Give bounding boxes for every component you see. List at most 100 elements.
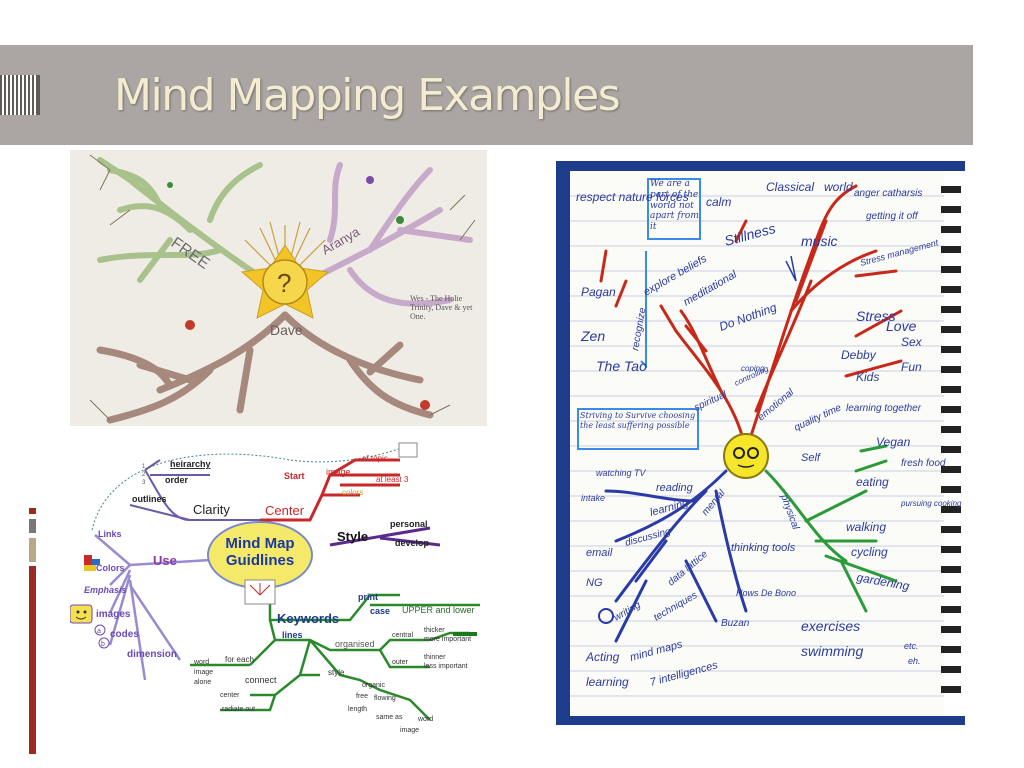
thinner-label: thinner [424,654,446,661]
keywords-branch-label: Keywords [277,611,339,626]
flowing-label: flowing [374,695,396,702]
less-important-label: less important [424,663,468,670]
word-same-label: word [417,716,433,723]
nb-getting-off: getting it off [866,211,919,222]
hierarchy-number-1: 1 [142,464,146,470]
upper-and-lower-label: UPPER and lower [402,605,475,615]
image-label: image [326,467,351,477]
trinity-note: Wes - The Holie Trinity, Dave & yet One. [410,295,473,321]
nb-music: music [801,233,838,249]
hierarchy-number-3: 3 [142,480,146,486]
alone-label: alone [194,679,211,686]
nb-fun: Fun [901,360,922,374]
nb-swimming: swimming [801,643,863,659]
style-branch-label: Style [337,529,368,544]
nb-pagan: Pagan [581,285,616,299]
nb-vegan: Vegan [876,435,911,449]
central-label: central [392,632,413,639]
nb-intake: intake [581,493,605,503]
nb-the-tao: The Tao [596,358,647,374]
connect-label: connect [245,675,277,685]
order-label: order [165,475,189,485]
lines-label: lines [282,630,303,640]
dave-label: Dave [270,322,303,338]
nb-email: email [586,547,613,559]
center-branch-label: Center [265,503,305,518]
nb-etc: etc. [904,641,919,651]
free-keyword-label: free [356,693,368,700]
nb-classical: Classical [766,180,814,194]
word-label: word [193,659,209,666]
nb-walking: walking [846,520,886,534]
hierarchy-number-2: 2 [142,472,146,478]
nb-thinking-tools: thinking tools [731,542,796,554]
nb-striving: Striving to Survive choosing the least s… [580,411,696,430]
nb-reading: reading [656,482,694,494]
nb-cycling: cycling [851,545,888,559]
personal-label: personal [390,519,428,529]
outlines-label: outlines [132,494,167,504]
nb-learning-bottom: learning [586,675,629,689]
hand-drawn-mind-map-image: ? FREE Aranya Dave Wes - The Holie Trini… [70,150,487,426]
nb-eh: eh. [908,656,921,666]
image-same-label: image [400,727,419,734]
nb-part-of-world: We are a part of the world not apart fro… [650,179,699,233]
nb-self: Self [801,452,821,464]
center-keyword-label: center [220,692,240,699]
nb-zen: Zen [580,328,605,344]
more-important-label: more important [424,636,471,643]
nb-coping: coping [741,364,765,373]
nb-buzan: Buzan [721,618,750,629]
title-band [0,45,973,145]
nb-exercises: exercises [801,618,860,634]
nb-learning-together: learning together [846,403,922,414]
title-stripes-decoration [0,75,40,115]
side-bar-tan [29,538,36,562]
code-mark-b: b [101,641,105,648]
notebook-mind-map-image: respect nature forces We are a part of t… [556,161,965,725]
nb-stress: Stress [856,308,896,324]
images-use-label: images [96,609,131,620]
hand-drawn-mind-map-drawing: ? FREE Aranya Dave Wes - The Holie Trini… [70,150,487,426]
radiate-out-label: radiate out [222,706,255,713]
print-label: print [358,592,378,602]
colors-center-label: colors [342,488,363,497]
same-as-label: same as [376,714,403,721]
nb-debby: Debby [841,348,877,362]
codes-label: codes [110,629,139,640]
nb-de-bono: Hows De Bono [736,588,796,598]
links-label: Links [98,529,122,539]
side-bar-red-long [29,566,36,754]
mind-map-guidelines-diagram: Mind Map Guidlines Clarity heirarchy ord… [70,435,488,745]
nb-eating: eating [856,475,889,489]
nb-fresh-food: fresh food [901,458,946,469]
outer-label: outer [392,659,409,666]
guidelines-center-label: Mind Map Guidlines [225,535,295,570]
nb-pursuing-cooking: pursuing cooking [900,499,962,508]
slide-title: Mind Mapping Examples [114,70,621,121]
nb-watching-tv: watching TV [596,468,647,478]
at-least-3-label: at least 3 [376,475,409,484]
nb-anger: anger catharsis [854,188,922,199]
image-keyword-label: image [194,669,213,676]
organic-label: organic [362,682,385,689]
center-question-mark: ? [277,268,291,298]
nb-respect: respect nature forces [576,190,689,204]
nb-sex: Sex [901,335,923,349]
for-each-label: for each [225,655,254,664]
colors-use-label: Colors [96,563,125,573]
nb-world: world [824,180,853,194]
thicker-label: thicker [424,627,445,634]
organised-label: organised [335,639,375,649]
code-mark-a: a [97,628,101,635]
case-label: case [370,606,390,616]
start-label: Start [284,471,305,481]
dimension-label: dimension [127,649,177,660]
develop-label: develop [395,538,430,548]
nb-kids: Kids [856,370,879,384]
nb-acting: Acting [585,650,620,664]
style-keyword-label: style [328,668,345,677]
length-label: length [348,706,367,713]
nb-calm: calm [706,195,731,209]
clarity-branch-label: Clarity [193,502,230,517]
